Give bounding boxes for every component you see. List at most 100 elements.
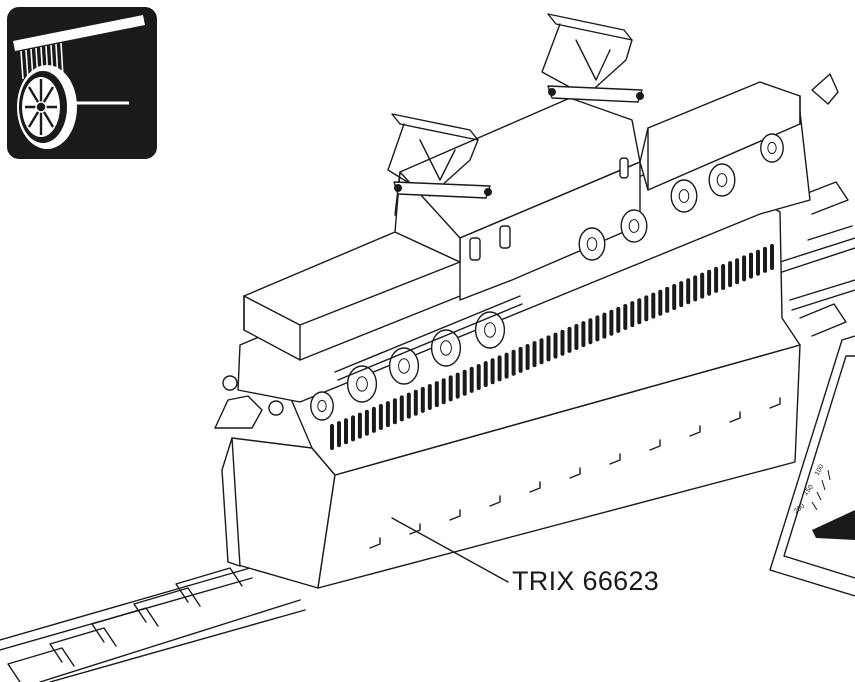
locomotive — [214, 73, 839, 429]
grille-slot — [420, 386, 425, 413]
grille-slot — [630, 301, 635, 328]
grille-slot — [588, 318, 593, 345]
grille-slot — [672, 284, 677, 310]
cleaning-station-grille — [330, 244, 774, 450]
grille-slot — [714, 266, 719, 293]
grille-slot — [749, 252, 753, 279]
wheel-hub — [716, 173, 728, 187]
grille-slot — [686, 278, 691, 305]
grille-slot — [434, 381, 439, 408]
grille-slot — [728, 261, 733, 288]
grille-slot — [385, 401, 390, 428]
guide-mark — [529, 481, 541, 493]
grille-slot — [497, 355, 502, 382]
wheel-hub — [678, 189, 690, 203]
wheel-cleaning-brush-icon — [7, 7, 157, 159]
grille-slot — [595, 315, 600, 342]
ground-guide-marks — [369, 397, 781, 549]
grille-slot — [483, 361, 488, 388]
guide-mark — [489, 495, 501, 507]
grille-slot — [644, 295, 649, 322]
grille-slot — [665, 286, 670, 313]
wheel-hub — [317, 399, 327, 413]
grille-slot — [581, 321, 586, 348]
wheel-hub — [440, 340, 452, 356]
wheel — [620, 209, 648, 243]
grille-slot — [658, 289, 663, 316]
wheel-hub — [767, 141, 777, 155]
wheel — [388, 347, 420, 385]
cab-window-3 — [619, 157, 629, 179]
locomotive-wheels — [310, 133, 784, 421]
guide-mark — [649, 439, 661, 451]
grille-slot — [700, 272, 705, 299]
track-right — [779, 181, 855, 337]
wheel — [474, 311, 506, 349]
speed-controller: 100 150 200 — [769, 335, 855, 597]
wheel — [346, 365, 378, 403]
grille-slot — [539, 338, 544, 365]
buffer-right — [811, 73, 839, 105]
grille-slot — [392, 398, 397, 425]
guide-mark — [609, 453, 621, 465]
grille-slot — [364, 409, 369, 436]
grille-slot — [602, 312, 607, 339]
guide-mark — [449, 509, 461, 521]
pantograph-front — [541, 13, 644, 103]
wheel-hub — [484, 322, 496, 338]
grille-slot — [455, 372, 460, 399]
grille-slot — [337, 421, 341, 448]
grille-slot — [679, 281, 684, 308]
grille-slot — [770, 244, 774, 270]
grille-slot — [693, 275, 698, 302]
track-sleepers-right — [799, 181, 853, 337]
grille-slot — [476, 364, 481, 390]
grille-slot — [707, 269, 712, 296]
cab-window-2 — [499, 225, 511, 249]
product-callout-label: TRIX 66623 — [512, 566, 660, 596]
buffer-left — [214, 375, 284, 429]
grille-slot — [344, 418, 348, 445]
wheel — [310, 391, 334, 421]
guide-mark — [369, 537, 381, 549]
grille-slot — [637, 298, 642, 325]
grille-slot — [351, 415, 355, 442]
cleaning-station-base — [221, 199, 801, 589]
grille-slot — [532, 341, 537, 368]
wheel-hub — [356, 376, 368, 392]
grille-slot — [511, 349, 516, 376]
guide-mark — [729, 411, 741, 423]
grille-slot — [735, 258, 740, 285]
wheel-hub — [398, 358, 410, 374]
grille-slot — [490, 358, 495, 385]
wheel — [708, 163, 736, 197]
grille-slot — [441, 378, 446, 405]
grille-slot — [469, 366, 474, 393]
grille-slot — [553, 332, 558, 359]
grille-slot — [609, 309, 614, 336]
grille-slot — [560, 329, 565, 356]
grille-slot — [574, 324, 579, 350]
guide-mark — [569, 467, 581, 479]
dial-label-100: 100 — [814, 463, 826, 477]
grille-slot — [357, 412, 362, 439]
grille-slot — [406, 392, 411, 419]
track-left — [0, 567, 306, 682]
grille-slot — [763, 246, 767, 273]
grille-slot — [378, 404, 383, 430]
grille-slot — [651, 292, 656, 319]
grille-slot — [525, 344, 530, 370]
grille-slot — [413, 389, 418, 416]
grille-slot — [504, 352, 509, 379]
grille-slot — [399, 395, 404, 422]
grille-slot — [427, 384, 432, 410]
grille-slot — [546, 335, 551, 362]
wheel — [670, 179, 698, 213]
guide-mark — [769, 397, 781, 409]
guide-mark — [409, 523, 421, 535]
grille-slot — [567, 326, 572, 353]
grille-slot — [721, 264, 726, 290]
grille-slot — [371, 406, 376, 433]
grille-slot — [742, 255, 747, 282]
grille-slot — [330, 424, 334, 450]
